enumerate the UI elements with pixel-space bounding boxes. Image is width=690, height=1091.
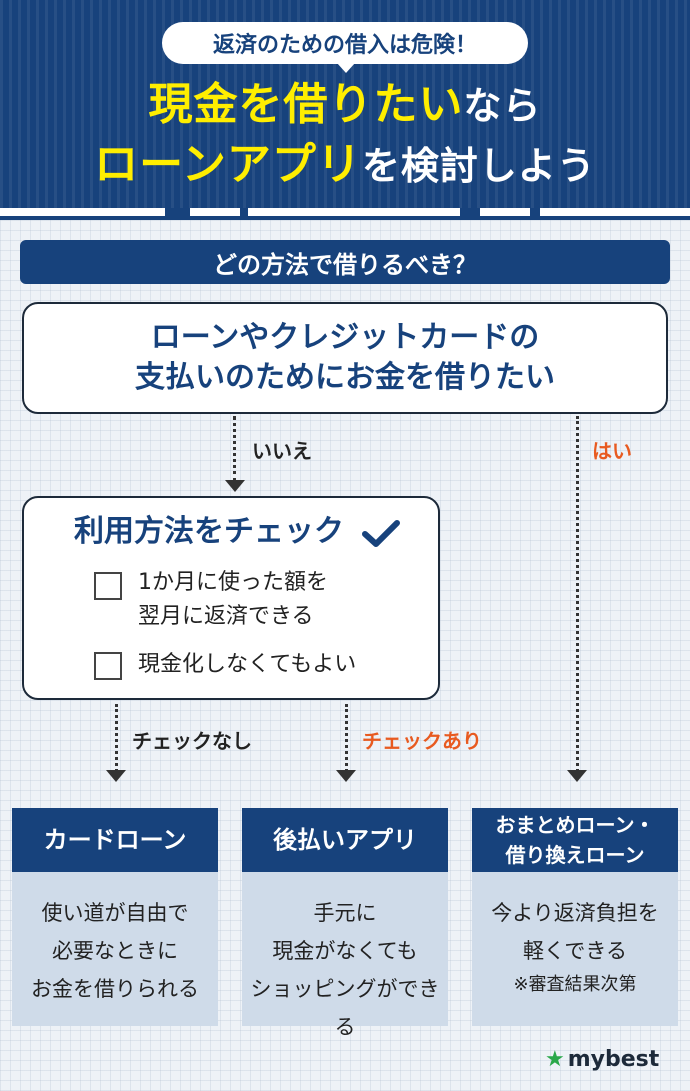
result-consolidation-loan-desc-2: 軽くできる <box>523 939 627 963</box>
checkbox-no-cash[interactable] <box>94 652 122 680</box>
option-2: 現金化しなくてもよい <box>138 652 357 677</box>
no-check-connector <box>115 704 118 772</box>
no-check-label: チェックなし <box>132 729 252 753</box>
star-icon: ★ <box>545 1046 565 1072</box>
result-bnpl-app-desc-3: ショッピングができる <box>250 977 440 1039</box>
header-divider <box>0 208 690 216</box>
logo-text: mybest <box>567 1046 660 1072</box>
warning-pill-text: 返済のための借入は危険！ <box>212 33 477 58</box>
no-branch-connector <box>233 416 236 482</box>
question-bar: どの方法で借りるべき？ <box>20 240 670 284</box>
result-bnpl-app-title-text: 後払いアプリ <box>273 826 417 854</box>
yes-branch-arrowhead <box>567 770 587 782</box>
start-question-box: ローンやクレジットカードの 支払いのためにお金を借りたい <box>22 302 668 414</box>
title-line-2: ローンアプリを検討しよう <box>0 138 690 193</box>
with-check-connector <box>345 704 348 772</box>
title-line-1: 現金を借りたいなら <box>0 78 690 133</box>
with-check-label: チェックあり <box>362 729 482 753</box>
mybest-logo: ★ mybest <box>545 1046 659 1072</box>
result-consolidation-loan-desc: 今より返済負担を 軽くできる ※審査結果次第 <box>472 894 678 1000</box>
result-consolidation-loan-desc-1: 今より返済負担を <box>491 901 659 925</box>
option-1-line-1: 1か月に使った額を <box>138 570 328 595</box>
title-line-2-rest: を検討しよう <box>361 144 596 188</box>
result-card-loan-desc-2: 必要なときに <box>52 939 178 963</box>
checkbox-monthly-repay[interactable] <box>94 572 122 600</box>
warning-pill: 返済のための借入は危険！ <box>162 22 528 73</box>
result-bnpl-app-title: 後払いアプリ <box>242 808 448 872</box>
result-card-loan-desc-3: お金を借りられる <box>31 977 199 1001</box>
result-consolidation-loan-note: ※審査結果次第 <box>513 974 637 995</box>
result-consolidation-loan-title-2: 借り換えローン <box>505 843 645 867</box>
result-card-loan-desc: 使い道が自由で 必要なときに お金を借りられる <box>12 894 218 1008</box>
result-card-loan-desc-1: 使い道が自由で <box>41 901 189 925</box>
with-check-arrowhead <box>336 770 356 782</box>
result-consolidation-loan-title-1: おまとめローン・ <box>495 813 655 837</box>
start-question-line-2: 支払いのためにお金を借りたい <box>135 360 555 395</box>
check-method-heading: 利用方法をチェック <box>74 514 344 549</box>
header-divider-line <box>0 216 690 220</box>
check-method-box: 利用方法をチェック 1か月に使った額を 翌月に返済できる 現金化しなくてもよい <box>22 496 440 700</box>
no-branch-arrowhead <box>225 480 245 492</box>
option-1-line-2: 翌月に返済できる <box>138 604 314 629</box>
result-bnpl-app-desc-2: 現金がなくても <box>272 939 418 963</box>
result-bnpl-app-desc-1: 手元に <box>313 901 377 925</box>
result-consolidation-loan-title: おまとめローン・ 借り換えローン <box>472 808 678 872</box>
title-line-2-highlight: ローンアプリ <box>94 139 362 190</box>
title-line-1-highlight: 現金を借りたい <box>148 79 464 130</box>
title-line-1-rest: なら <box>463 84 542 128</box>
yes-branch-label: はい <box>592 439 632 463</box>
result-bnpl-app-desc: 手元に 現金がなくても ショッピングができる <box>242 894 448 1046</box>
no-check-arrowhead <box>106 770 126 782</box>
question-text: どの方法で借りるべき？ <box>213 250 477 279</box>
start-question-line-1: ローンやクレジットカードの <box>150 320 540 355</box>
yes-branch-connector <box>576 416 579 772</box>
result-card-loan-title: カードローン <box>12 808 218 872</box>
result-card-loan-title-text: カードローン <box>43 826 187 854</box>
checkmark-icon <box>362 520 400 547</box>
no-branch-label: いいえ <box>252 439 312 463</box>
